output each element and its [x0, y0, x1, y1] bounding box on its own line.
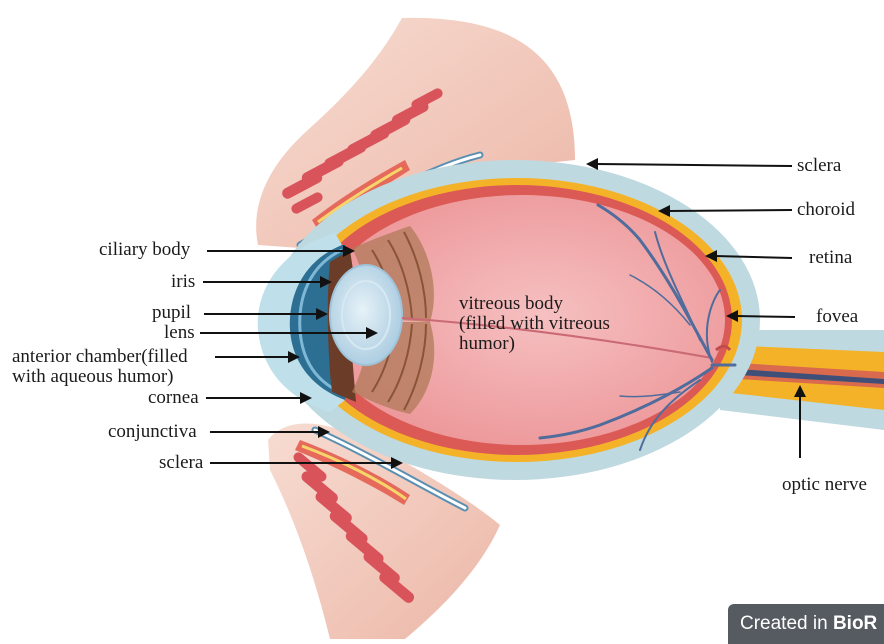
label-sclera-bottom: sclera — [159, 453, 203, 473]
label-anterior-chamber: anterior chamber(filled with aqueous hum… — [12, 347, 188, 387]
label-cornea: cornea — [148, 388, 199, 408]
watermark-prefix: Created in — [740, 613, 828, 634]
label-sclera-top: sclera — [797, 156, 841, 176]
label-lens: lens — [164, 323, 195, 343]
watermark-brand: BioR — [833, 613, 877, 634]
label-pupil: pupil — [152, 303, 191, 323]
label-fovea: fovea — [816, 307, 858, 327]
label-retina: retina — [809, 248, 852, 268]
label-choroid: choroid — [797, 200, 855, 220]
label-ciliary-body: ciliary body — [99, 240, 190, 260]
label-optic-nerve: optic nerve — [782, 475, 867, 495]
biorender-watermark: Created in BioR — [728, 604, 884, 644]
label-iris: iris — [171, 272, 195, 292]
label-conjunctiva: conjunctiva — [108, 422, 197, 442]
label-vitreous-body: vitreous body (filled with vitreous humo… — [459, 294, 610, 354]
